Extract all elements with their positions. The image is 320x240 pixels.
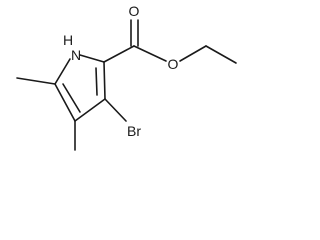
- atom-label-carbonyl-o: O: [129, 3, 140, 19]
- bond-n1-c2: [79, 54, 105, 63]
- bond-ester-o-ch2: [179, 45, 207, 62]
- atom-label-br: Br: [127, 123, 141, 139]
- bond-c3-c4: [74, 98, 106, 122]
- bond-c4-c5: [54, 83, 76, 122]
- bond-c5-methyl: [16, 77, 56, 85]
- bond-c4-c5-double: [62, 83, 81, 113]
- bond-c3-br: [104, 98, 127, 122]
- structure-diagram: H N O O Br: [16, 3, 237, 151]
- bond-carbonyl-ester-o: [133, 45, 167, 62]
- atom-labels: H N O O Br: [63, 3, 179, 139]
- bond-c5-n1: [54, 58, 71, 85]
- atom-label-n: N: [71, 47, 81, 63]
- bond-c2-c3: [103, 61, 106, 100]
- bond-c2-carbonyl: [103, 45, 135, 63]
- bonds: [16, 19, 237, 151]
- atom-label-h: H: [63, 32, 73, 48]
- bond-ch2-ch3: [205, 45, 237, 64]
- bond-c2-c3-double: [95, 67, 98, 96]
- atom-label-ester-o: O: [168, 56, 179, 72]
